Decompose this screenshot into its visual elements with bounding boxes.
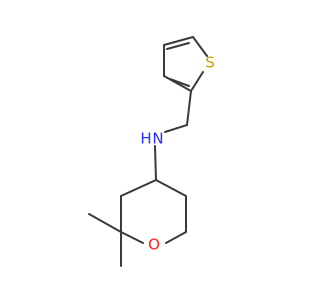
bond-c2o-o bbox=[120, 231, 144, 244]
oxane-ring bbox=[120, 179, 187, 244]
bond-c3-c2 bbox=[163, 75, 192, 92]
bond-c5-c4 bbox=[163, 36, 194, 46]
bond-s-c5 bbox=[192, 36, 208, 57]
bond-ch2-n bbox=[164, 124, 188, 133]
molecule-structure-diagram: S H N O bbox=[88, 36, 215, 267]
oxygen-atom-label: O bbox=[148, 236, 160, 254]
bond-c2-ch2 bbox=[186, 90, 192, 126]
bond-n-c4 bbox=[154, 145, 157, 181]
bond-c5-c4o bbox=[155, 179, 187, 197]
nitrogen-atom-label: N bbox=[152, 130, 163, 148]
sulfur-atom-label: S bbox=[205, 54, 215, 72]
thiophene-ring bbox=[163, 36, 208, 92]
bond-methyl-1 bbox=[88, 213, 122, 233]
hydrogen-atom-label: H bbox=[140, 130, 151, 148]
bond-o-c6 bbox=[165, 231, 187, 244]
bond-c2-s bbox=[190, 71, 204, 92]
bond-c5-c4-inner bbox=[166, 42, 190, 50]
bond-c4-c3o bbox=[120, 179, 157, 197]
bond-c3-c2-inner bbox=[169, 78, 190, 87]
